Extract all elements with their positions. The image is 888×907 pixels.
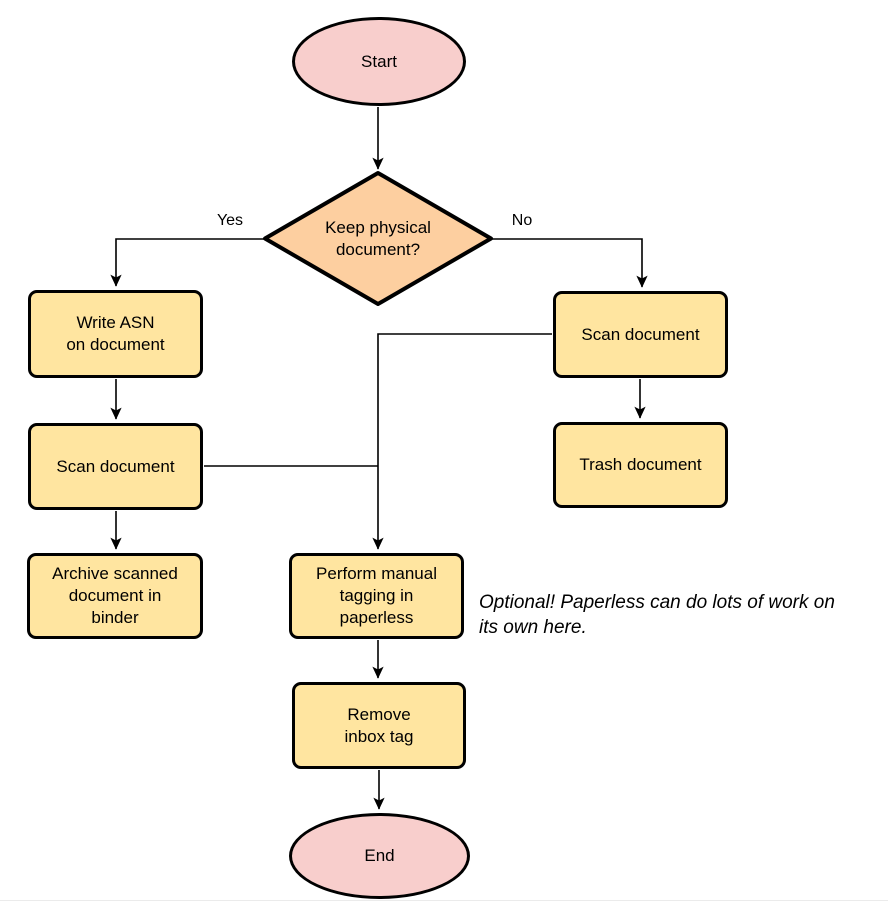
edge-label-yes: Yes <box>204 211 256 231</box>
decision-diamond-shape <box>263 171 493 306</box>
process-archive-binder-label: Archive scanned document in binder <box>52 564 178 627</box>
start-node: Start <box>292 17 466 106</box>
process-scan-document-left: Scan document <box>28 423 203 510</box>
process-write-asn-label: Write ASN on document <box>66 313 165 354</box>
process-manual-tagging: Perform manual tagging in paperless <box>289 553 464 639</box>
end-node-label: End <box>364 846 395 865</box>
process-remove-inbox-tag-label: Remove inbox tag <box>344 704 414 746</box>
process-remove-inbox-tag: Remove inbox tag <box>292 682 466 769</box>
page-bottom-divider <box>0 900 888 901</box>
edge-decision-no-to-scan-right <box>492 238 648 288</box>
process-trash-document-label: Trash document <box>579 455 702 474</box>
process-scan-document-right-label: Scan document <box>581 324 700 344</box>
process-write-asn: Write ASN on document <box>28 290 203 378</box>
process-manual-tagging-label: Perform manual tagging in paperless <box>316 564 437 627</box>
edge-scan-right-to-tagging <box>372 333 552 550</box>
edge-label-no: No <box>496 211 548 231</box>
end-node: End <box>289 813 470 899</box>
process-scan-document-left-label: Scan document <box>56 456 175 476</box>
process-archive-binder: Archive scanned document in binder <box>27 553 203 639</box>
process-trash-document: Trash document <box>553 422 728 508</box>
optional-note: Optional! Paperless can do lots of work … <box>479 592 835 638</box>
start-node-label: Start <box>361 51 397 71</box>
decision-node-label: Keep physical document? <box>325 217 431 259</box>
process-scan-document-right: Scan document <box>553 291 728 378</box>
edge-decision-yes-to-write-asn <box>110 238 264 287</box>
